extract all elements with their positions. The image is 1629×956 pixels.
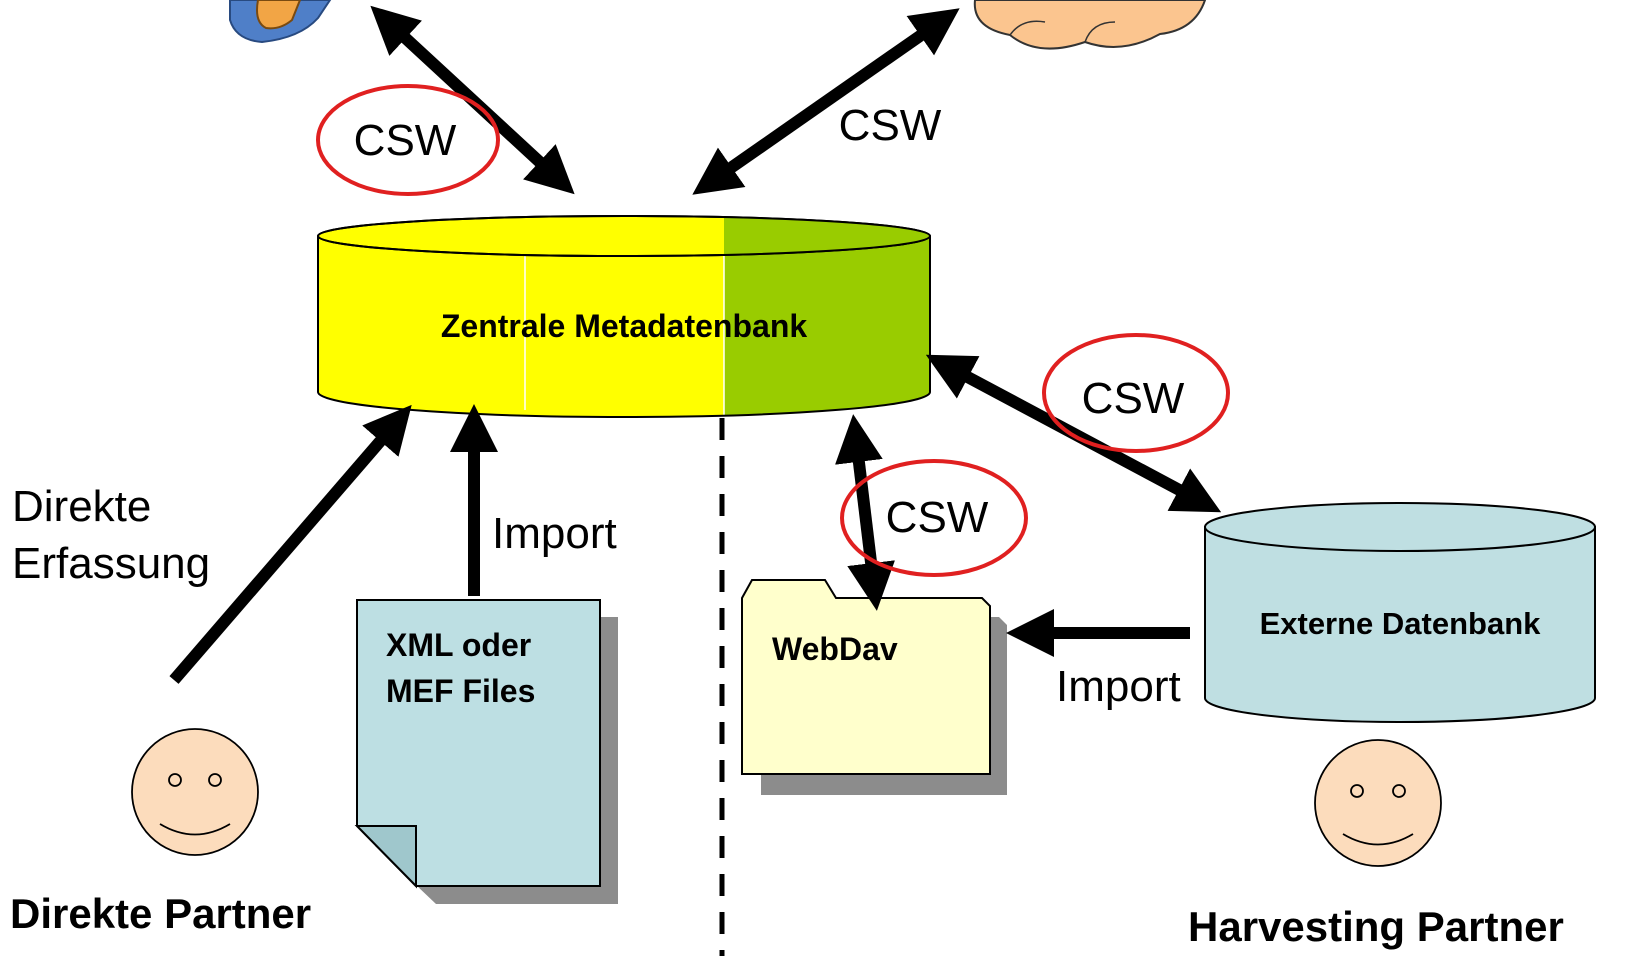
direct-entry-label-line2: Erfassung (12, 539, 210, 588)
csw-arrow-cloud (692, 8, 960, 195)
direct-partner-label: Direkte Partner (10, 890, 311, 937)
external-database-label: Externe Datenbank (1260, 606, 1542, 641)
csw-arrow-portal (370, 5, 575, 195)
csw-label-external: CSW (1082, 374, 1185, 423)
csw-highlight-ring (840, 459, 1028, 577)
external-database: Externe Datenbank (1204, 502, 1596, 723)
document-label-line2: MEF Files (386, 673, 535, 709)
csw-highlight-ring (316, 84, 500, 196)
direct-entry-arrow (169, 404, 412, 684)
csw-arrow-webdav (835, 414, 895, 611)
network-cloud-icon (973, 0, 1207, 50)
central-database: Zentrale Metadatenbank (317, 215, 931, 418)
csw-highlight-ring (1042, 333, 1230, 453)
webdav-label: WebDav (772, 631, 898, 667)
csw-label-portal: CSW (354, 116, 457, 165)
document-label-line1: XML oder (386, 627, 531, 663)
harvesting-partner-face-icon (1314, 739, 1442, 867)
central-database-label: Zentrale Metadatenbank (441, 308, 808, 344)
xml-mef-document: XML oder MEF Files (354, 599, 618, 904)
harvesting-partner-label: Harvesting Partner (1188, 903, 1564, 950)
import-external-label: Import (1056, 662, 1181, 711)
webdav-folder: WebDav (741, 579, 1007, 795)
direct-entry-label-line1: Direkte (12, 482, 151, 531)
csw-label-cloud: CSW (839, 101, 942, 150)
csw-label-webdav: CSW (886, 493, 989, 542)
csw-highlight-rings (316, 84, 1230, 577)
direct-partner-face-icon (131, 728, 259, 856)
portal-logo-icon (229, 0, 332, 44)
import-files-label: Import (492, 509, 617, 558)
